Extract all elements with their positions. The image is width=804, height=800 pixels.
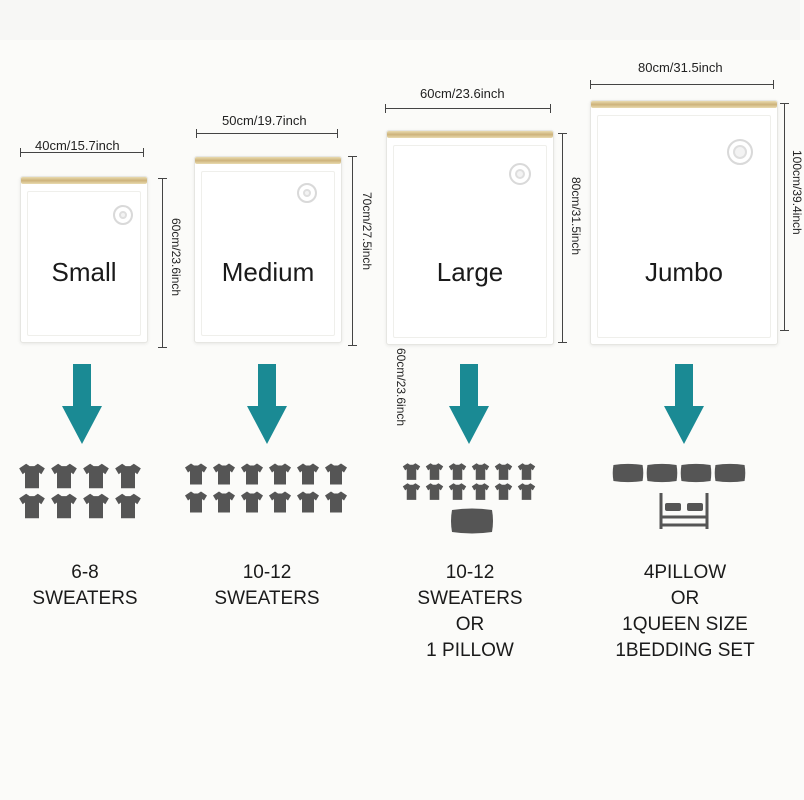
sweater-icon <box>19 493 45 519</box>
sweater-icon <box>494 483 513 500</box>
pillow-icon <box>612 463 644 483</box>
caption-line: OR <box>455 614 485 635</box>
small-height-dimension <box>158 178 167 348</box>
large-sweater-group <box>402 462 542 502</box>
sweater-icon <box>471 483 490 500</box>
jumbo-pillow-group <box>612 462 752 486</box>
valve-icon <box>509 163 531 185</box>
sweater-icon <box>448 463 467 480</box>
sweater-icon <box>185 463 207 485</box>
valve-icon <box>727 139 753 165</box>
sweater-icon <box>241 463 263 485</box>
pillow-icon <box>646 463 678 483</box>
caption-line: 1QUEEN SIZE <box>622 614 748 635</box>
medium-width-dimension <box>196 129 338 138</box>
sweater-icon <box>213 491 235 513</box>
caption-line: OR <box>670 588 700 609</box>
sweater-icon <box>325 491 347 513</box>
small-height-label: 60cm/23.6inch <box>169 218 183 297</box>
pillow-icon <box>680 463 712 483</box>
sweater-icon <box>297 463 319 485</box>
caption-line: 4PILLOW <box>643 562 727 583</box>
valve-icon <box>113 205 133 225</box>
caption-line: 10-12 <box>242 562 292 583</box>
sweater-icon <box>51 493 77 519</box>
small-sweater-group <box>18 462 148 522</box>
sweater-icon <box>517 463 536 480</box>
bag-medium: Medium <box>194 156 342 343</box>
bag-label-small: Small <box>51 257 117 287</box>
bag-label-jumbo: Jumbo <box>644 257 724 287</box>
medium-height-label: 70cm/27.5inch <box>360 192 374 271</box>
sweater-icon <box>115 463 141 489</box>
caption-line: 10-12 <box>445 562 495 583</box>
bed-icon <box>659 493 709 529</box>
arrow-down-icon <box>449 364 489 444</box>
sweater-icon <box>494 463 513 480</box>
medium-width-label: 50cm/19.7inch <box>222 113 307 128</box>
caption-line: 1 PILLOW <box>426 640 514 661</box>
bag-label-large: Large <box>436 257 504 287</box>
jumbo-width-dimension <box>590 80 774 89</box>
sweater-icon <box>425 463 444 480</box>
top-band <box>0 0 800 40</box>
large-height-label: 80cm/31.5inch <box>569 177 583 256</box>
extra-height-label: 60cm/23.6inch <box>394 348 408 427</box>
pillow-icon <box>451 508 493 534</box>
jumbo-width-label: 80cm/31.5inch <box>638 60 723 75</box>
sweater-icon <box>402 483 421 500</box>
sweater-icon <box>83 493 109 519</box>
sweater-icon <box>83 463 109 489</box>
sweater-icon <box>269 463 291 485</box>
caption-line: SWEATERS <box>214 588 320 609</box>
sweater-icon <box>19 463 45 489</box>
caption-line: SWEATERS <box>417 588 523 609</box>
jumbo-height-label: 100cm/39.4inch <box>790 150 804 235</box>
sweater-icon <box>269 491 291 513</box>
bag-large: Large <box>386 130 554 345</box>
bag-label-medium: Medium <box>221 257 315 287</box>
large-width-label: 60cm/23.6inch <box>420 86 505 101</box>
sweater-icon <box>241 491 263 513</box>
sweater-icon <box>448 483 467 500</box>
bag-jumbo: Jumbo <box>590 100 778 345</box>
large-width-dimension <box>385 104 551 113</box>
small-width-label: 40cm/15.7inch <box>35 138 120 153</box>
sweater-icon <box>297 491 319 513</box>
caption-line: 6-8 <box>71 562 99 583</box>
sweater-icon <box>213 463 235 485</box>
medium-height-dimension <box>348 156 357 346</box>
sweater-icon <box>517 483 536 500</box>
arrow-down-icon <box>664 364 704 444</box>
sweater-icon <box>325 463 347 485</box>
sweater-icon <box>51 463 77 489</box>
jumbo-height-dimension <box>780 103 789 331</box>
medium-sweater-group <box>184 462 354 522</box>
caption-line: SWEATERS <box>32 588 138 609</box>
sweater-icon <box>402 463 421 480</box>
small-width-dimension <box>20 148 144 157</box>
large-height-dimension <box>558 133 567 343</box>
caption-line: 1BEDDING SET <box>615 640 755 661</box>
arrow-down-icon <box>62 364 102 444</box>
caption-jumbo: 4PILLOW OR 1QUEEN SIZE 1BEDDING SET <box>600 560 770 664</box>
sweater-icon <box>425 483 444 500</box>
valve-icon <box>297 183 317 203</box>
pillow-icon <box>714 463 746 483</box>
sweater-icon <box>185 491 207 513</box>
sweater-icon <box>115 493 141 519</box>
sweater-icon <box>471 463 490 480</box>
arrow-down-icon <box>247 364 287 444</box>
bag-small: Small <box>20 176 148 343</box>
